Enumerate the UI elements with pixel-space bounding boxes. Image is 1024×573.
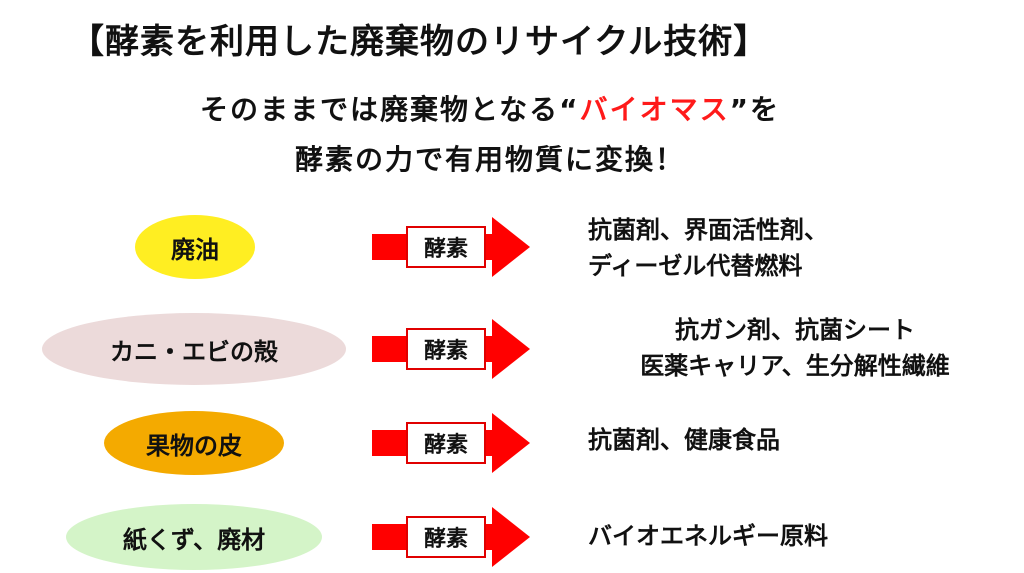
result-line-1: バイオエネルギー原料 — [588, 522, 828, 550]
result-line-1: 抗ガン剤、抗菌シート — [675, 316, 915, 344]
result-line-1: 抗菌剤、健康食品 — [588, 426, 780, 454]
source-label: 果物の皮 — [146, 431, 242, 460]
enzyme-arrow: 酵素 — [372, 319, 532, 379]
enzyme-box: 酵素 — [406, 226, 486, 268]
source-label: 紙くず、廃材 — [122, 525, 266, 554]
result-line-2: 医薬キャリア、生分解性繊維 — [640, 352, 950, 380]
source-ellipse-fruit-peels: 果物の皮 — [104, 411, 284, 475]
result-text: 抗菌剤、界面活性剤、 ディーゼル代替燃料 — [588, 212, 828, 284]
enzyme-box: 酵素 — [406, 516, 486, 558]
result-text: 抗ガン剤、抗菌シート 医薬キャリア、生分解性繊維 — [590, 312, 1000, 384]
result-line-2: ディーゼル代替燃料 — [588, 252, 803, 280]
subtitle-highlight-biomass: バイオマス — [579, 93, 730, 126]
subtitle-line-2: 酵素の力で有用物質に変換！ — [294, 143, 685, 176]
enzyme-label: 酵素 — [423, 433, 468, 458]
result-text: バイオエネルギー原料 — [588, 518, 828, 554]
subtitle-line-1: そのままでは廃棄物となる“バイオマス”を — [0, 88, 980, 128]
result-line-1: 抗菌剤、界面活性剤、 — [588, 216, 828, 244]
source-label: 廃油 — [171, 235, 219, 264]
arrow-head-icon — [492, 217, 530, 277]
source-ellipse-waste-oil: 廃油 — [135, 215, 255, 279]
subtitle-text-after: ”を — [729, 93, 780, 126]
enzyme-box: 酵素 — [406, 422, 486, 464]
arrow-head-icon — [492, 319, 530, 379]
enzyme-arrow: 酵素 — [372, 507, 532, 567]
enzyme-arrow: 酵素 — [372, 217, 532, 277]
arrow-head-icon — [492, 413, 530, 473]
source-ellipse-crab-shrimp-shells: カニ・エビの殻 — [42, 313, 346, 385]
subtitle-text-before: そのままでは廃棄物となる“ — [200, 93, 580, 126]
arrow-head-icon — [492, 507, 530, 567]
enzyme-arrow: 酵素 — [372, 413, 532, 473]
enzyme-box: 酵素 — [406, 328, 486, 370]
enzyme-label: 酵素 — [423, 237, 468, 262]
enzyme-label: 酵素 — [423, 339, 468, 364]
result-text: 抗菌剤、健康食品 — [588, 422, 780, 458]
source-label: カニ・エビの殻 — [110, 337, 278, 366]
source-ellipse-paper-wood-waste: 紙くず、廃材 — [66, 504, 322, 570]
enzyme-label: 酵素 — [423, 527, 468, 552]
page-title: 【酵素を利用した廃棄物のリサイクル技術】 — [70, 22, 769, 62]
